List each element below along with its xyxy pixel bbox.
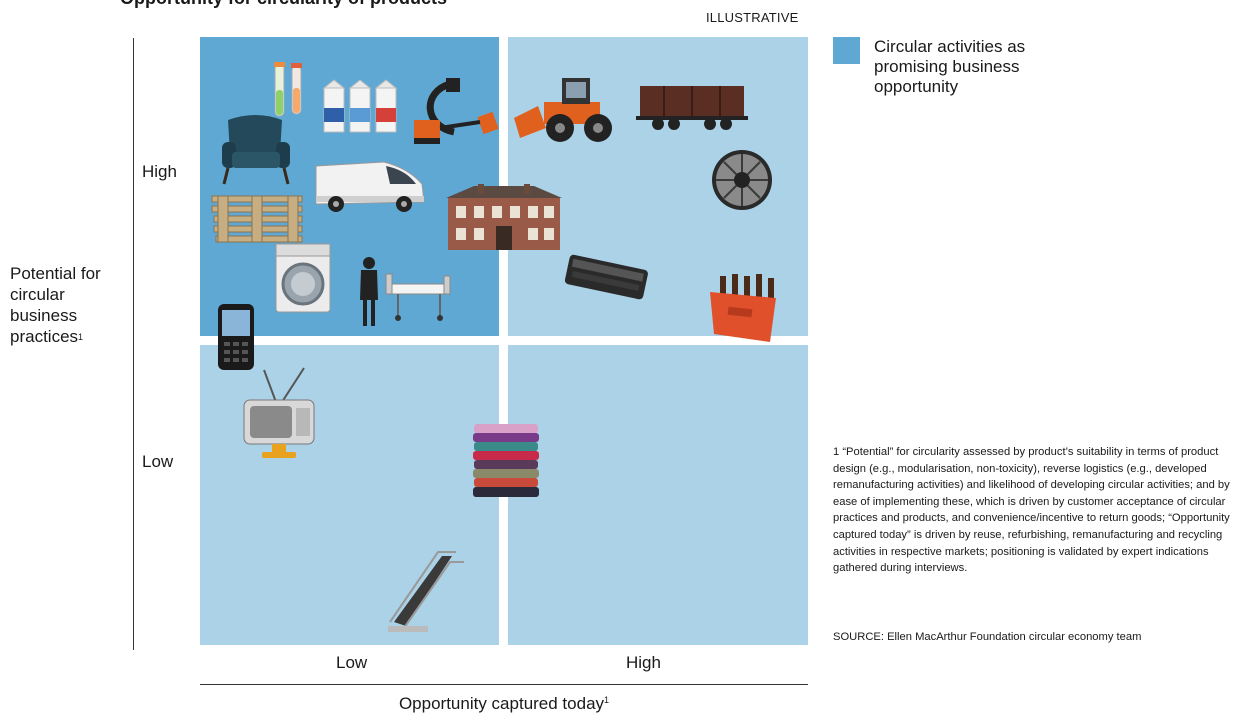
quadrant-low-potential-high-captured [508, 345, 808, 645]
x-tick-low: Low [336, 653, 368, 672]
turbine-icon [712, 150, 772, 210]
quadrant-low-potential-low-captured [200, 345, 499, 645]
y-axis-line [133, 38, 134, 650]
clothes-pile-icon [473, 424, 539, 497]
hospital-bed-icon [385, 273, 451, 321]
van-icon [315, 161, 425, 212]
building-icon [446, 184, 562, 250]
footnote: 1 “Potential” for circularity assessed b… [833, 446, 1230, 575]
wheel-loader-icon [514, 78, 612, 142]
mobile-phone-icon [218, 304, 254, 370]
bottle-crate-icon [710, 274, 776, 342]
y-tick-low: Low [142, 452, 174, 471]
x-axis-label-text: Opportunity captured today [398, 694, 605, 713]
armchair-icon [222, 115, 290, 185]
x-tick-high: High [626, 653, 661, 672]
source-note: SOURCE: Ellen MacArthur Foundation circu… [833, 631, 1142, 643]
illustrative-tag: ILLUSTRATIVE [706, 10, 799, 25]
x-axis-label: Opportunity captured today1 [200, 694, 808, 714]
television-icon [243, 367, 315, 458]
legend-swatch [833, 37, 860, 64]
washing-machine-icon [275, 243, 331, 313]
legend-label: Circular activities as promising busines… [874, 37, 1026, 96]
x-axis-line [200, 684, 808, 685]
mobile-x-ray-icon [414, 78, 499, 144]
test-tubes-icon [274, 62, 302, 117]
y-axis-footnote-mark: 1 [78, 332, 84, 342]
y-tick-high: High [142, 162, 177, 181]
person-icon [360, 257, 378, 326]
escalator-icon [388, 551, 464, 632]
pallets-icon [211, 195, 303, 243]
milk-cartons-icon [322, 79, 398, 133]
y-axis-label-text: Potential for circular business practice… [10, 264, 101, 346]
y-axis-label: Potential for circular business practice… [10, 263, 120, 347]
printer-cartridge-icon [564, 254, 648, 300]
x-axis-footnote-mark: 1 [604, 695, 610, 705]
rail-wagon-icon [636, 86, 748, 130]
chart-title: Opportunity for circularity of products [120, 0, 447, 9]
